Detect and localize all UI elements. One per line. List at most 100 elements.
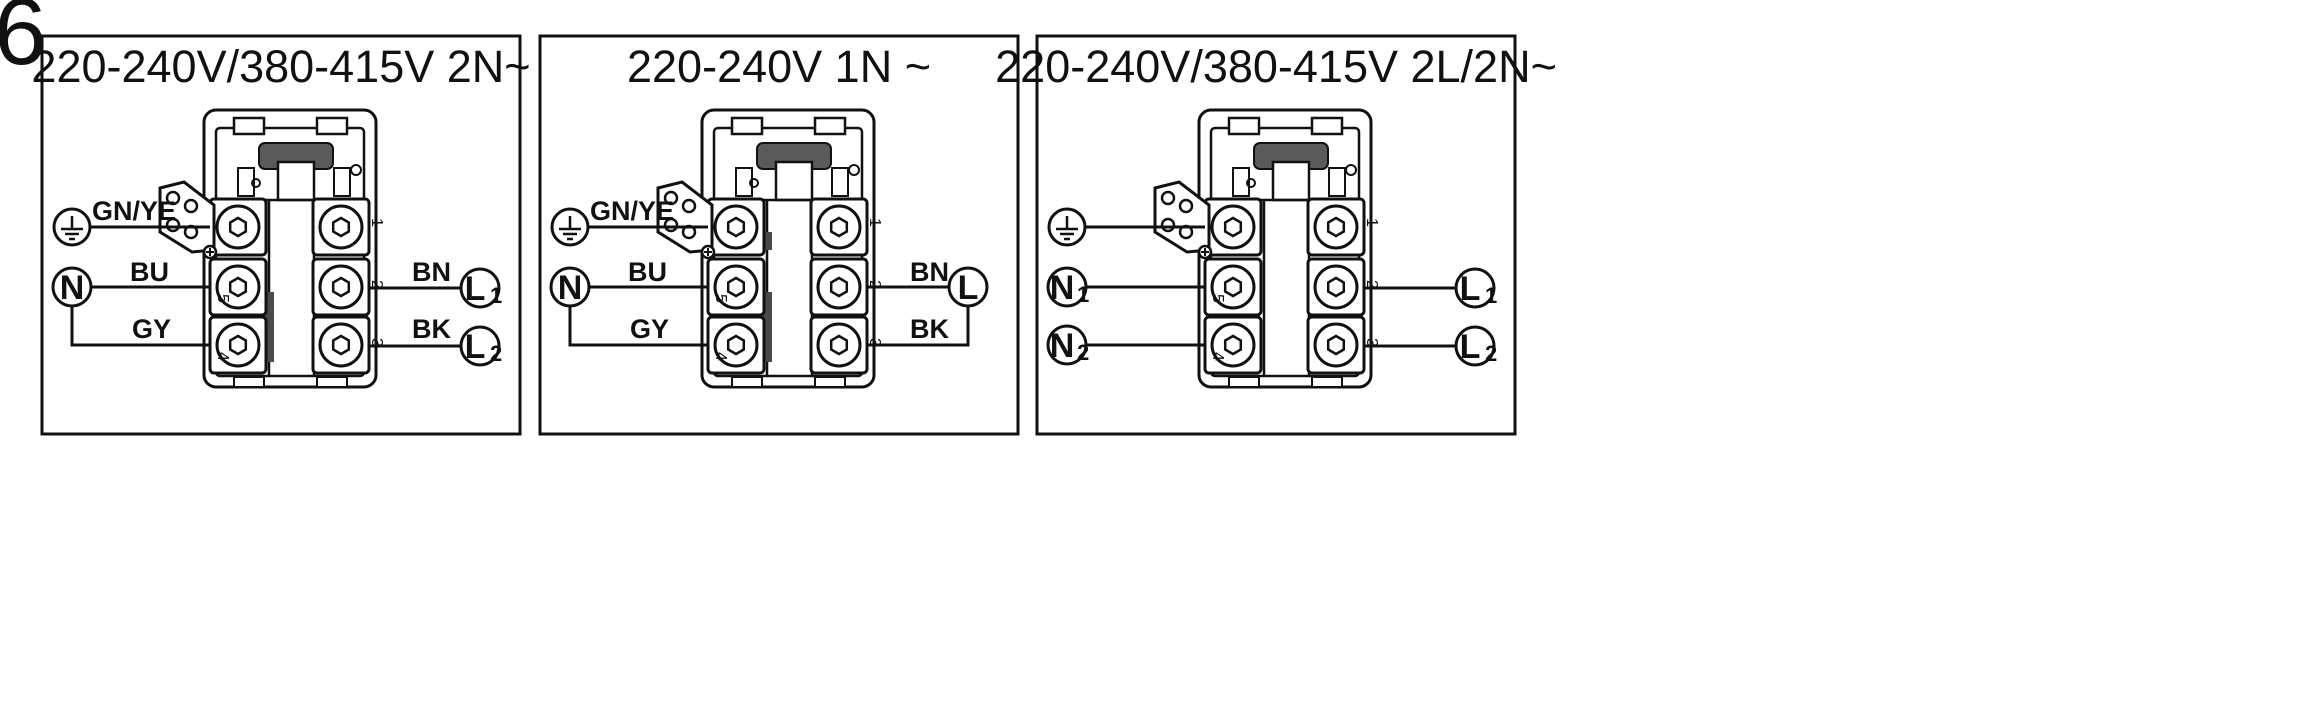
wire-label-earth: GN/YE [92,196,176,226]
terminal-number: 5 [1209,294,1226,303]
hook-pin [1246,178,1256,188]
wire-label-l1: BN [910,257,949,287]
bracket-hole [1178,198,1194,214]
screw-1 [1306,197,1366,257]
terminal-letter: L [1460,328,1481,366]
terminal-number: 3 [1363,338,1380,347]
terminal-letter: N [1050,327,1075,365]
screw-2 [311,257,371,317]
screw-earth [1203,197,1263,257]
bracket-hole [681,198,697,214]
hex-socket-icon [1223,276,1243,298]
neutral-wire-2 [70,306,210,347]
screw-4 [1203,315,1263,375]
screw-4 [208,315,268,375]
hex-socket-icon [331,216,351,238]
screw-5 [208,257,268,317]
bottom-tab [731,376,763,388]
wire-label-l2: BK [910,314,949,344]
terminal-letter: L [1460,270,1481,308]
terminal-subscript: 1 [1485,283,1497,308]
terminal-number: 2 [1363,280,1380,289]
bracket-hole [1160,190,1176,206]
hex-socket-icon [331,276,351,298]
neutral-bridge [762,292,772,362]
bottom-tab [316,376,348,388]
terminal-letter: N [1050,269,1075,307]
screw-earth [706,197,766,257]
figure-label: 6 [0,0,47,85]
terminal-l1: L [947,266,989,308]
side-hook [237,167,255,197]
terminal-number: 3 [866,338,883,347]
screw-earth [208,197,268,257]
terminal-number: 4 [712,352,729,361]
hex-socket-icon [829,276,849,298]
terminal-number: 3 [368,338,385,347]
terminal-number: 5 [214,294,231,303]
bottom-tab [1228,376,1260,388]
wire-label-n1: BU [628,257,667,287]
terminal-letter: L [465,328,486,366]
strain-relief [276,160,316,202]
hook-pin [350,164,362,176]
screw-5 [706,257,766,317]
hook-pin [749,178,759,188]
hex-socket-icon [228,334,248,356]
screw-2 [809,257,869,317]
terminal-n1: N [51,266,93,308]
terminal-number: 1 [1363,218,1380,227]
line-wire-2 [867,306,970,347]
hex-socket-icon [726,334,746,356]
bracket-hole [663,190,679,206]
hook-pin [1345,164,1357,176]
bracket-hole [165,190,181,206]
bottom-tab [1311,376,1343,388]
side-hook [1232,167,1250,197]
hex-socket-icon [331,334,351,356]
earth-ground-icon [1047,207,1087,247]
hex-socket-icon [1223,216,1243,238]
bottom-tab [814,376,846,388]
earth-bracket [656,180,716,260]
wire-label-n1: BU [130,257,169,287]
bracket-hole [183,198,199,214]
bottom-tab [233,376,265,388]
wire-label-n2: GY [630,314,669,344]
hex-socket-icon [726,216,746,238]
wire-label-l2: BK [412,314,451,344]
side-hook [1328,167,1346,197]
bracket-hole [1160,217,1176,233]
terminal-letter: N [558,269,583,307]
terminal-number: 4 [1209,352,1226,361]
bridge-tab [762,232,772,250]
terminal-number: 5 [712,294,729,303]
top-clip [813,116,847,136]
panel-title: 220-240V/380-415V 2L/2N~ [995,41,1557,92]
top-clip [315,116,349,136]
side-hook [735,167,753,197]
hex-socket-icon [829,216,849,238]
terminal-number: 2 [368,280,385,289]
terminal-letter: N [60,269,85,307]
neutral-bridge [264,292,274,362]
terminal-number: 1 [866,218,883,227]
hex-socket-icon [228,216,248,238]
earth-bracket [158,180,218,260]
hex-socket-icon [829,334,849,356]
terminal-subscript: 1 [490,283,502,308]
hex-socket-icon [1326,334,1346,356]
terminal-letter: L [465,270,486,308]
top-clip [1310,116,1344,136]
hook-pin [251,178,261,188]
terminal-block: 1 2 3 4 5 [1153,108,1380,389]
terminal-number: 4 [214,352,231,361]
earth-ground-icon [550,207,590,247]
wire-label-n2: GY [132,314,171,344]
wire-label-l1: BN [412,257,451,287]
